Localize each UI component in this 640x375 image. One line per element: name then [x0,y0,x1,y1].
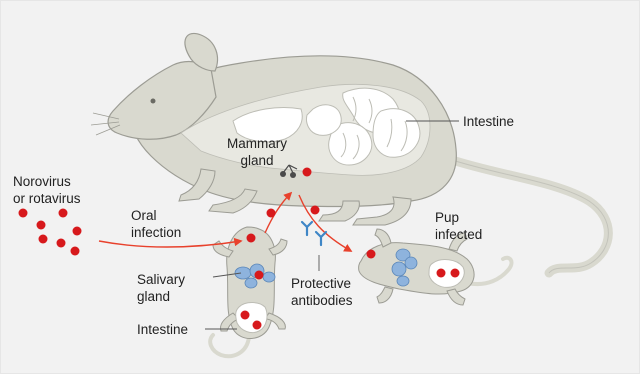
virus-label-line1: Norovirus [13,173,81,190]
pup-intestine-label: Intestine [137,321,188,338]
pup-infected-label: Pup infected [435,209,482,243]
adult-intestine-label: Intestine [463,113,514,130]
oral-infection-line1: Oral [131,207,181,224]
salivary-gland-line2: gland [137,288,185,305]
virus-label: Norovirus or rotavirus [13,173,81,207]
pup-vertical-tail [210,335,249,356]
salivary-gland-line1: Salivary [137,271,185,288]
oral-infection-line2: infection [131,224,181,241]
protective-antibodies-line1: Protective [291,275,353,292]
pup-infected-line1: Pup [435,209,482,226]
mammary-gland-line2: gland [227,152,287,169]
protective-antibodies-label: Protective antibodies [291,275,353,309]
protective-antibodies-line2: antibodies [291,292,353,309]
oral-infection-label: Oral infection [131,207,181,241]
virus-label-line2: or rotavirus [13,190,81,207]
adult-mouse-eye [151,99,156,104]
mammary-gland-label: Mammary gland [227,135,287,169]
pup-infected-line2: infected [435,226,482,243]
salivary-gland-label: Salivary gland [137,271,185,305]
pup-vertical-intestine [236,303,267,333]
antibody-icon [296,222,326,253]
mammary-gland-line1: Mammary [227,135,287,152]
pup-vertical [210,227,287,356]
